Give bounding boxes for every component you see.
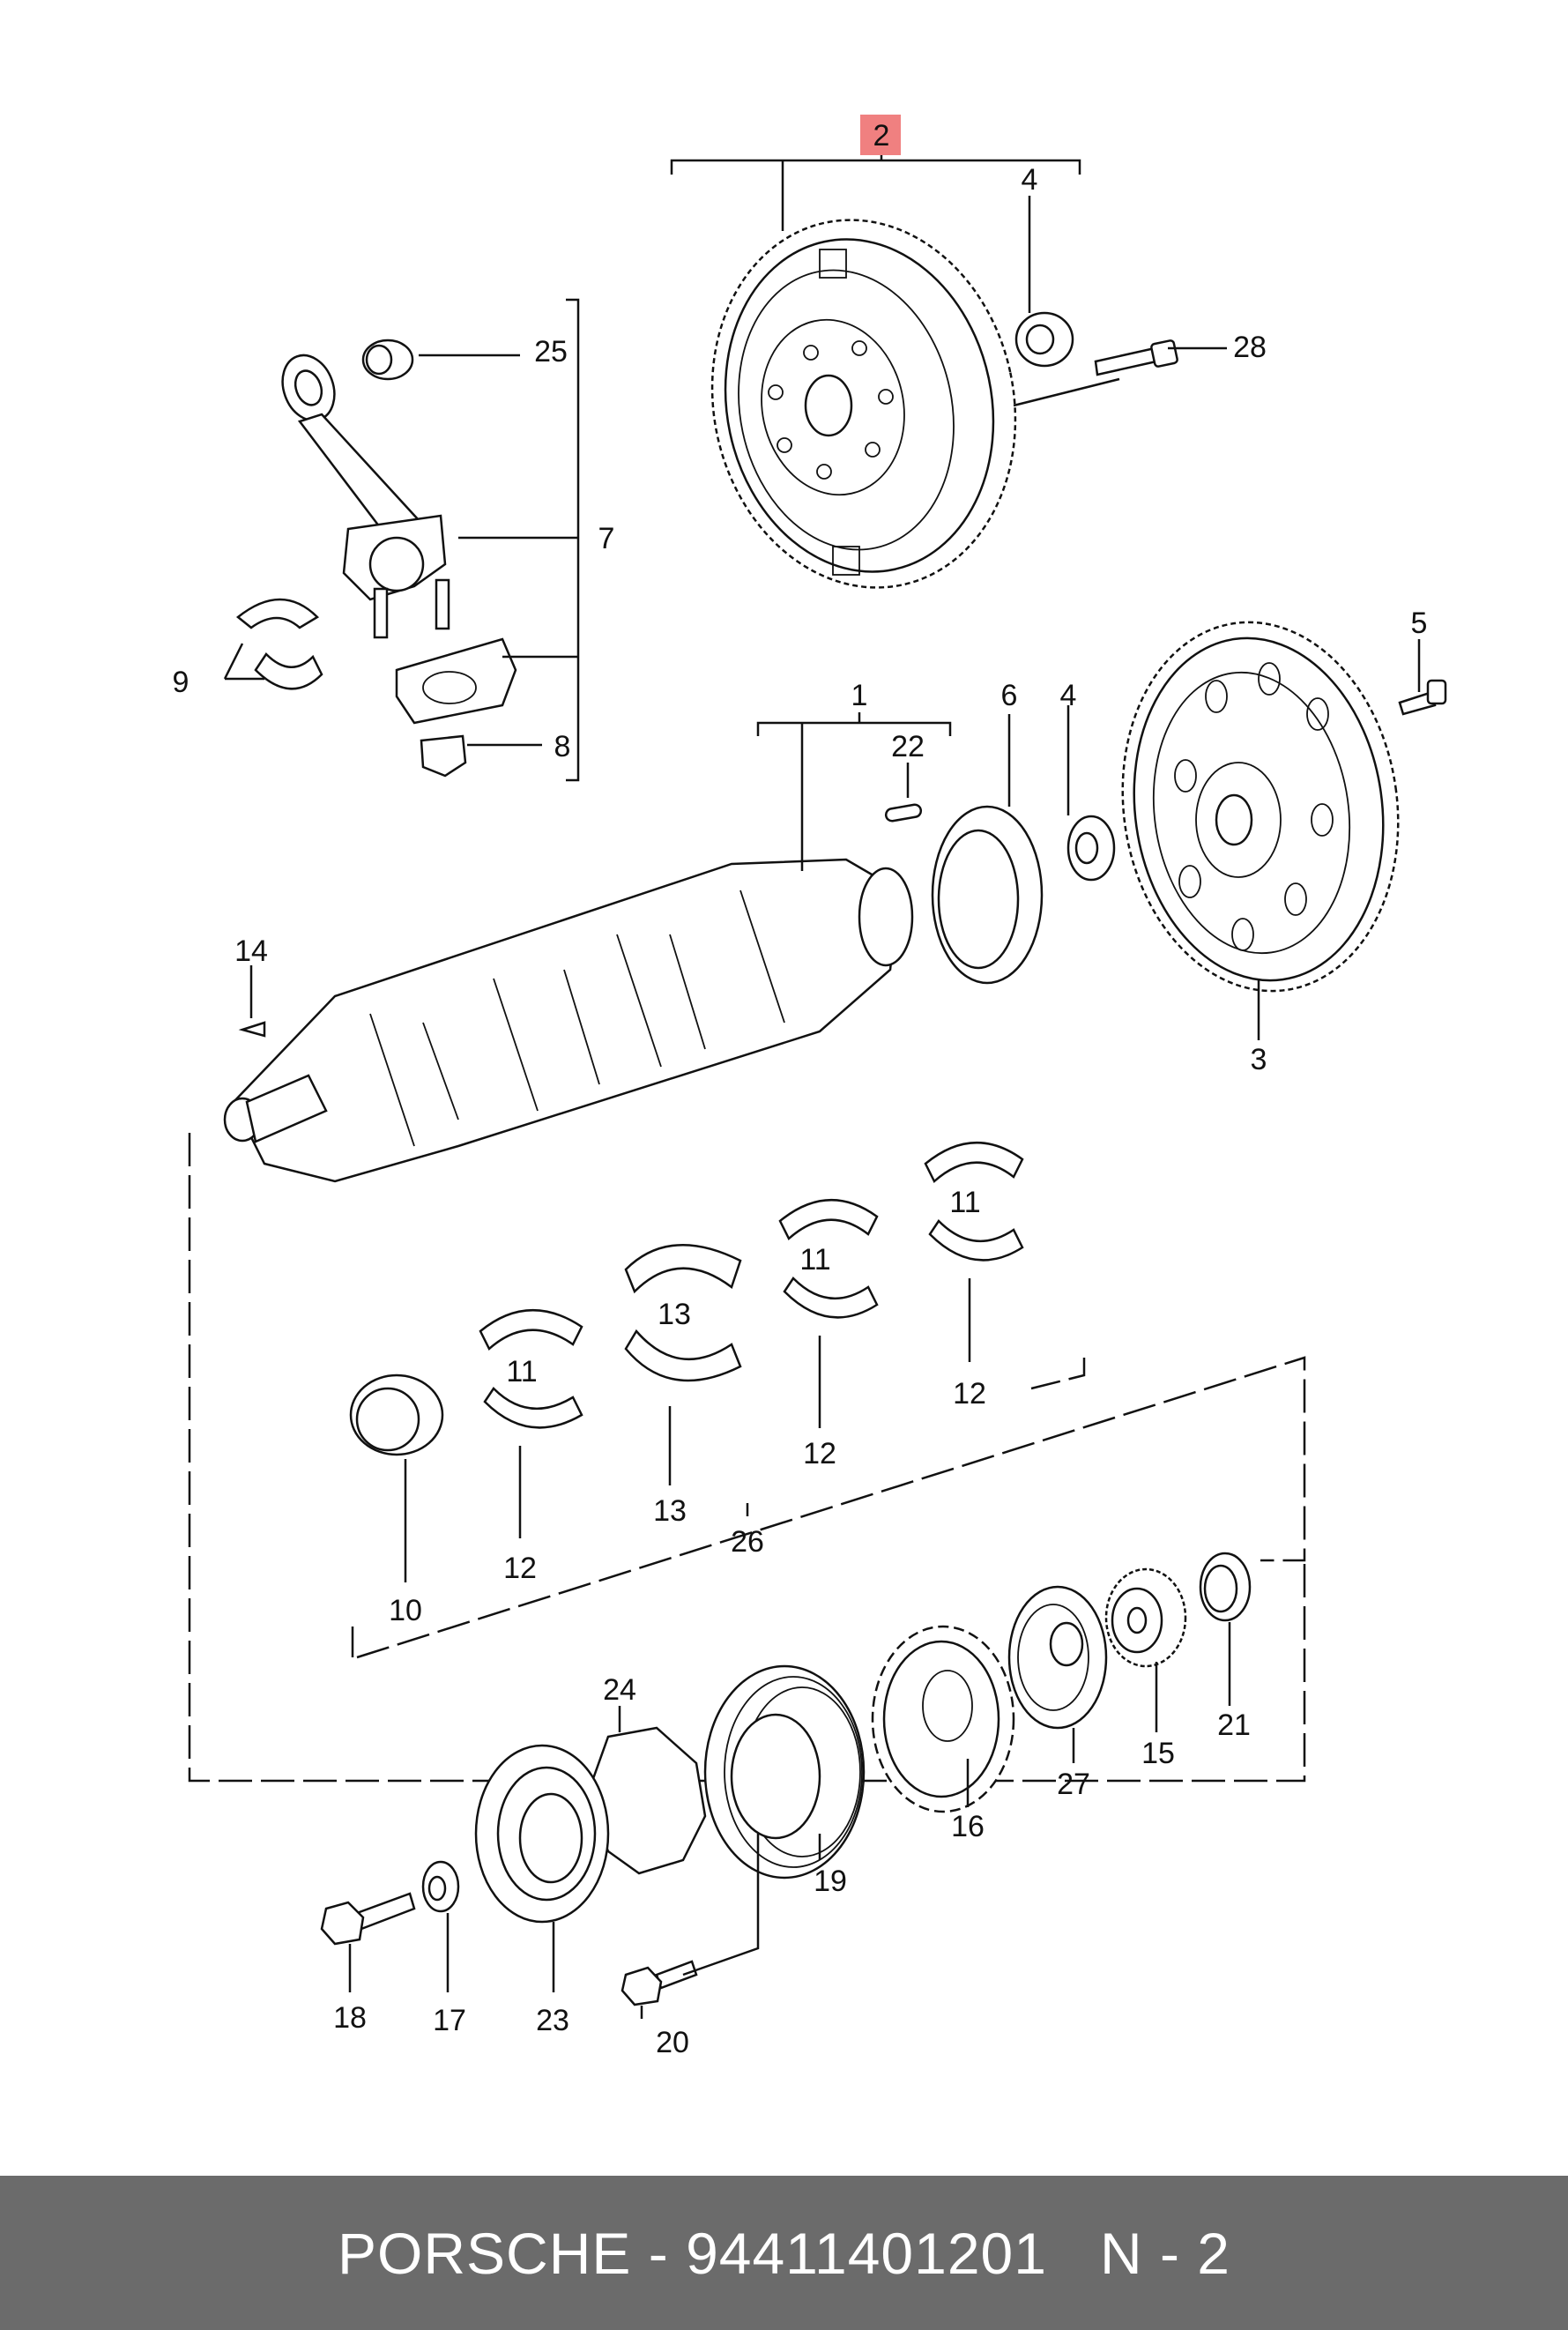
label-part-28[interactable]: 28 [1233,331,1267,364]
label-part-25[interactable]: 25 [534,335,568,368]
label-part-11-a[interactable]: 11 [506,1355,537,1388]
label-part-6[interactable]: 6 [1001,679,1018,712]
crankshaft[interactable] [223,858,914,1183]
key-14[interactable] [238,1021,266,1038]
bolt-20[interactable] [621,1960,698,2006]
bearing-shell-12c[interactable] [928,1219,1024,1262]
label-part-5[interactable]: 5 [1411,607,1428,640]
part-number-banner: PORSCHE - 94411401201 N - 2 [0,2176,1568,2330]
seal-6[interactable] [931,805,1044,985]
label-part-17[interactable]: 17 [433,2004,466,2037]
label-part-2[interactable]: 2 [873,119,890,153]
bolt-18[interactable] [320,1892,416,1946]
bearing-shell-12a[interactable] [483,1387,583,1429]
flywheel-3[interactable] [1099,604,1421,1009]
label-part-10[interactable]: 10 [389,1594,422,1627]
bearing-4-lower[interactable] [1066,815,1116,882]
label-part-26[interactable]: 26 [731,1525,764,1559]
label-part-4[interactable]: 4 [1022,163,1038,197]
main-bearing-10[interactable] [349,1373,444,1456]
label-part-24[interactable]: 24 [603,1673,636,1707]
label-part-12-a[interactable]: 12 [503,1552,537,1585]
label-part-23[interactable]: 23 [536,2004,569,2037]
label-part-22[interactable]: 22 [891,730,925,763]
damper-23[interactable] [474,1744,610,1924]
bearing-shell-11b[interactable] [778,1199,879,1241]
bearing-shell-12b[interactable] [783,1277,879,1319]
dual-mass-flywheel[interactable] [679,191,1049,616]
bearing-shell-11a[interactable] [479,1309,583,1351]
bearing-shell-13b[interactable] [624,1329,742,1382]
disc-27[interactable] [1007,1585,1108,1730]
seal-21[interactable] [1199,1552,1252,1622]
gear-16[interactable] [871,1625,1015,1813]
pulley-19[interactable] [703,1664,866,1880]
label-part-3[interactable]: 3 [1251,1043,1267,1076]
separator: - [631,2220,687,2286]
label-part-21[interactable]: 21 [1217,1708,1251,1742]
bushing-25[interactable] [361,339,414,381]
label-part-12-b[interactable]: 12 [803,1437,836,1470]
label-part-20[interactable]: 20 [656,2026,689,2059]
pin-22[interactable] [884,803,923,823]
label-part-7[interactable]: 7 [598,522,615,555]
label-part-4-lower[interactable]: 4 [1060,679,1077,712]
page-reference: N - 2 [1099,2220,1230,2286]
washer-17[interactable] [421,1860,460,1913]
label-part-12-c[interactable]: 12 [953,1377,986,1411]
rod-bearing-shells-9[interactable] [235,598,323,690]
rod-cap[interactable] [395,637,517,725]
highlight-part-2 [860,115,901,155]
parts-diagram: 2 4 28 25 7 9 8 1 22 6 4 5 3 14 11 11 13… [173,115,1447,2059]
label-part-27[interactable]: 27 [1057,1768,1090,1801]
label-part-1[interactable]: 1 [851,679,868,712]
label-part-8[interactable]: 8 [554,730,571,763]
label-part-14[interactable]: 14 [234,934,268,968]
label-part-18[interactable]: 18 [333,2001,367,2035]
part-number: 94411401201 [686,2220,1047,2286]
connecting-rod[interactable] [274,348,450,639]
nut-8[interactable] [420,734,467,778]
bearing-4-top[interactable] [1014,311,1074,368]
label-part-13-b[interactable]: 13 [653,1494,687,1528]
label-part-13-a[interactable]: 13 [658,1298,691,1331]
bearing-shell-11c[interactable] [924,1142,1024,1184]
sprocket-15[interactable] [1104,1567,1187,1668]
label-part-19[interactable]: 19 [814,1865,847,1898]
bolt-5[interactable] [1398,679,1447,716]
bolt-28[interactable] [1094,339,1178,376]
bearing-shell-13a[interactable] [624,1243,742,1294]
brand-name: PORSCHE [338,2220,632,2286]
label-part-15[interactable]: 15 [1141,1737,1175,1770]
label-part-11-b[interactable]: 11 [799,1243,830,1277]
label-part-9[interactable]: 9 [173,666,189,699]
label-part-11-c[interactable]: 11 [949,1186,980,1219]
label-part-16[interactable]: 16 [951,1810,985,1843]
